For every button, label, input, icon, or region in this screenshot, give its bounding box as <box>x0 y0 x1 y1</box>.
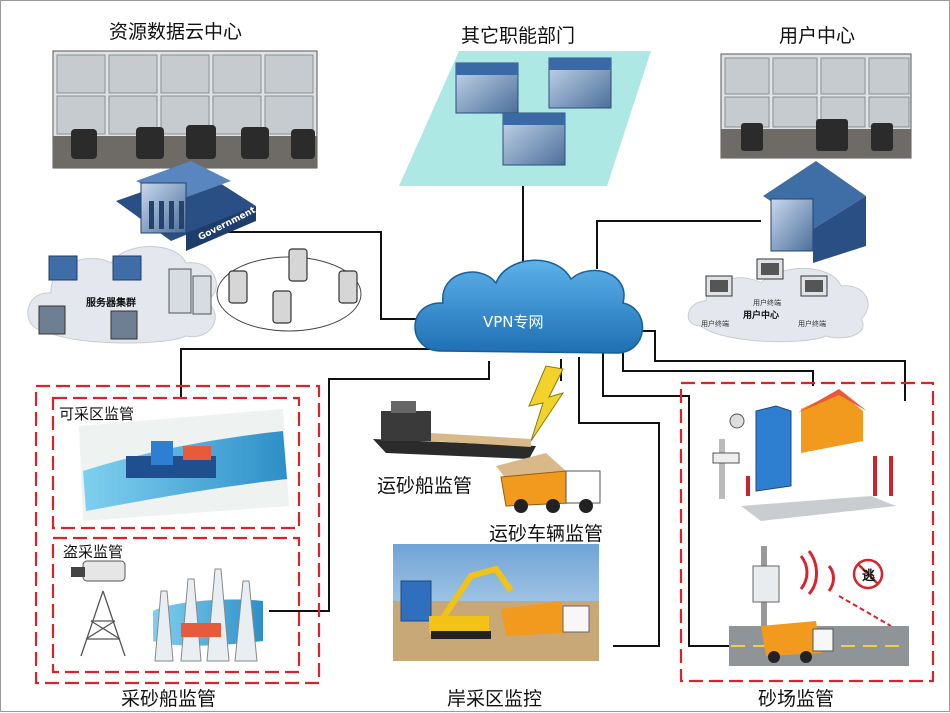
other-departments-panel <box>399 51 651 186</box>
user-center-small-label: 用户中心 <box>743 311 780 321</box>
shore-mining-photo <box>393 544 599 661</box>
cloud-center-title: 资源数据云中心 <box>109 21 243 43</box>
user-center-title: 用户中心 <box>779 25 856 47</box>
network-links <box>180 186 906 647</box>
user-terminal-label-2: 用户终端 <box>753 299 781 307</box>
shore-monitor-label: 岸采区监控 <box>447 688 543 710</box>
video-wall <box>52 50 318 169</box>
other-departments-title: 其它职能部门 <box>461 25 576 47</box>
theft-monitor-label: 盗采监管 <box>63 543 124 561</box>
server-cluster-cloud <box>27 246 217 344</box>
theft-monitor-illustration <box>71 560 263 662</box>
mining-area-label: 可采区监管 <box>59 405 135 423</box>
sand-ship <box>373 401 536 459</box>
government-building <box>116 161 256 251</box>
user-terminal-label-1: 用户终端 <box>701 320 729 328</box>
sand-yard-illustration <box>712 389 909 666</box>
sand-truck-monitor-label: 运砂车辆监管 <box>489 523 604 545</box>
vpn-cloud <box>414 259 644 354</box>
sand-ship-monitor-label: 运砂船监管 <box>377 475 473 497</box>
user-terminal-label-3: 用户终端 <box>798 320 826 328</box>
sand-yard-region <box>679 381 935 683</box>
server-cluster-label: 服务器集群 <box>86 298 136 309</box>
vpn-label: VPN专网 <box>483 313 544 331</box>
user-center-building <box>763 161 866 263</box>
escape-sign-text: 逃 <box>862 569 876 584</box>
sand-truck <box>496 453 601 513</box>
mining-area-illustration <box>79 409 289 521</box>
user-terminal-cloud <box>687 258 869 343</box>
dredger-monitor-region <box>34 384 321 685</box>
user-center-video-wall <box>720 53 912 159</box>
wireless-lightning <box>528 365 565 442</box>
dredger-monitor-label: 采砂船监管 <box>121 688 217 710</box>
mobile-phones <box>216 248 362 332</box>
yard-monitor-label: 砂场监管 <box>758 688 835 710</box>
